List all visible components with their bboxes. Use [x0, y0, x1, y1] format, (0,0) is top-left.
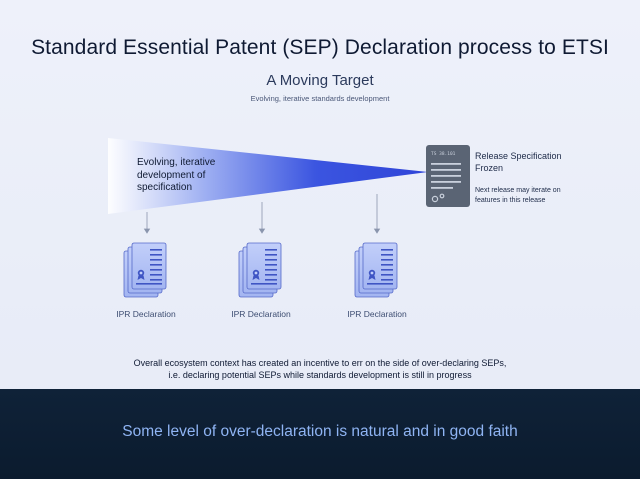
footer-text: Some level of over-declaration is natura… — [122, 423, 518, 440]
ipr-declaration-label: IPR Declaration — [231, 309, 291, 319]
declaration-arrow — [258, 202, 266, 234]
footer-banner — [0, 389, 640, 479]
wedge-label: Evolving, iterative development of speci… — [137, 157, 216, 193]
context-note: Overall ecosystem context has created an… — [60, 357, 580, 381]
page-subtitle: A Moving Target — [266, 72, 374, 89]
ipr-declaration-icon — [123, 242, 167, 298]
declaration-arrow — [373, 194, 381, 234]
declaration-arrow — [143, 212, 151, 234]
ipr-declaration-label: IPR Declaration — [116, 309, 176, 319]
release-title: Release Specification Frozen — [475, 151, 562, 173]
context-line: i.e. declaring potential SEPs while stan… — [168, 370, 472, 380]
development-wedge — [108, 138, 428, 214]
ipr-declaration-label: IPR Declaration — [347, 309, 407, 319]
spec-doc-header: TS 38.101 — [431, 151, 456, 157]
ipr-declaration-icon — [238, 242, 282, 298]
release-note: Next release may iterate on features in … — [475, 187, 561, 204]
page-tagline: Evolving, iterative standards developmen… — [250, 94, 390, 103]
frozen-spec-document-icon: TS 38.101 — [426, 145, 470, 207]
context-line: Overall ecosystem context has created an… — [133, 358, 507, 368]
page-title: Standard Essential Patent (SEP) Declarat… — [31, 36, 609, 59]
gear-icon — [431, 193, 445, 203]
ipr-declaration-icon — [354, 242, 398, 298]
